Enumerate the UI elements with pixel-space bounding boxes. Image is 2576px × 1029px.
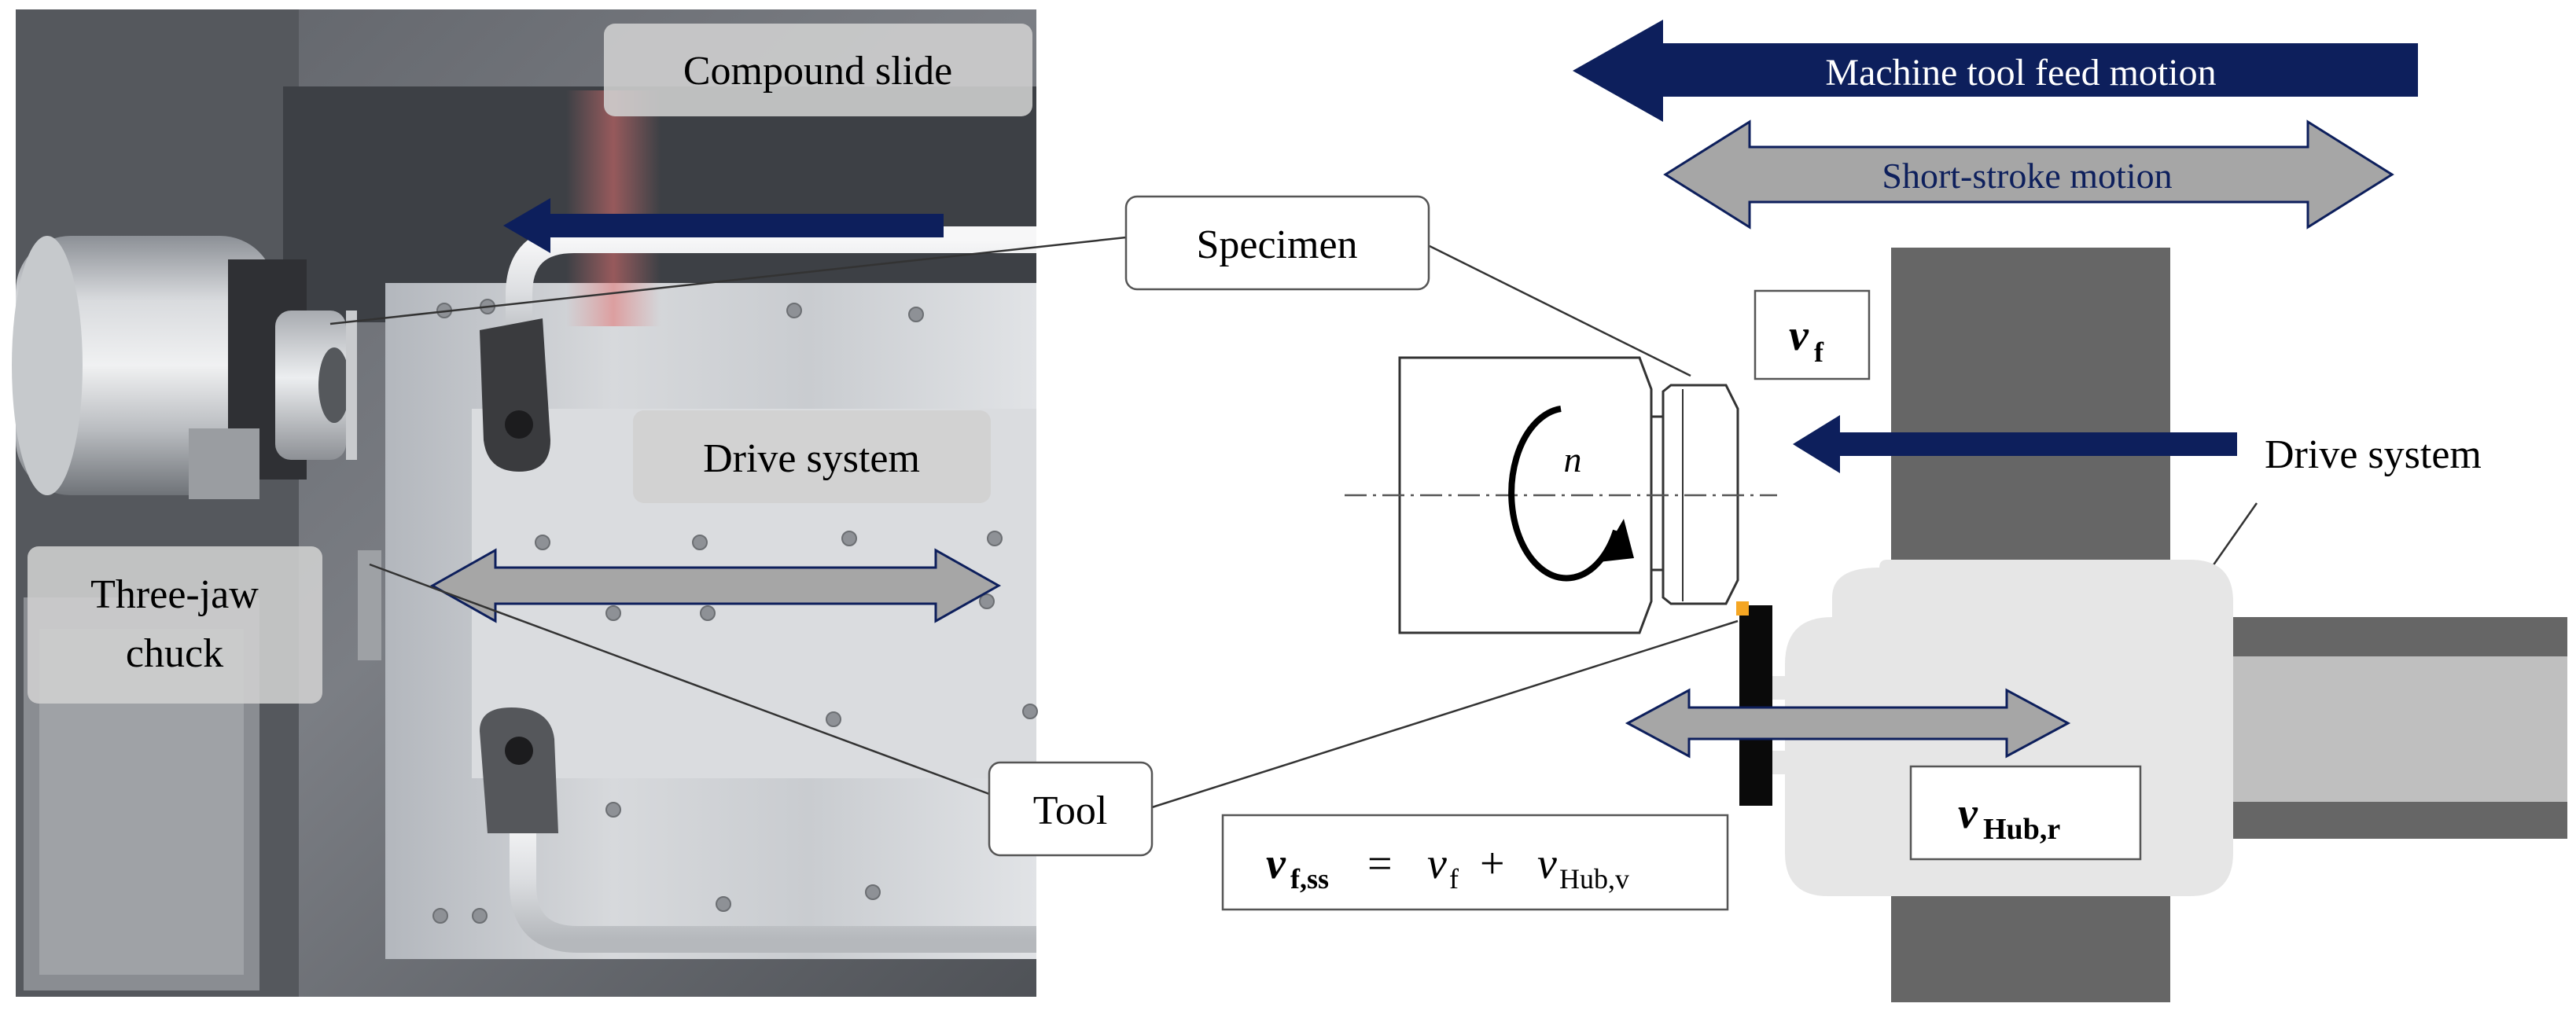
callout-lines xyxy=(329,236,2258,809)
cutting-tool xyxy=(1739,605,1772,806)
svg-text:f: f xyxy=(1814,336,1824,368)
rotation-speed-symbol: n xyxy=(1564,439,1582,480)
lower-handle xyxy=(510,818,1036,953)
tool-callout-text: Tool xyxy=(1033,788,1108,833)
velocity-formula: v f,ss = v f + v Hub,v xyxy=(1221,814,1729,911)
machine-photo: Compound slide Drive system Three-jaw ch… xyxy=(12,9,1038,997)
tool-leader-schematic xyxy=(1151,619,1739,809)
tool-holder xyxy=(358,550,381,660)
svg-text:f: f xyxy=(1449,863,1459,895)
svg-text:Hub,v: Hub,v xyxy=(1559,863,1629,895)
feed-direction-arrow xyxy=(1793,415,2237,473)
svg-text:+: + xyxy=(1469,840,1516,888)
v-hub-r-label: v Hub,r xyxy=(1909,765,2142,861)
tool-callout: Tool xyxy=(988,761,1154,857)
specimen-callout-text: Specimen xyxy=(1196,222,1357,267)
specimen-part xyxy=(275,311,346,460)
tool-tip xyxy=(1736,601,1749,616)
photo-feed-arrow xyxy=(503,198,944,253)
tool-stroke-arrow xyxy=(1625,688,2071,759)
svg-text:v: v xyxy=(1427,840,1447,888)
svg-text:=: = xyxy=(1356,840,1404,888)
short-stroke-arrow xyxy=(1663,119,2394,230)
red-reflection xyxy=(566,90,661,326)
plate-screws xyxy=(432,299,1038,924)
machine-feed-text: Machine tool feed motion xyxy=(1825,52,2216,94)
machine-feed-arrow xyxy=(1573,20,2418,122)
svg-text:v: v xyxy=(1266,840,1286,888)
photo-short-stroke-arrow xyxy=(429,548,1002,623)
photo-drive-system-text: Drive system xyxy=(703,436,920,481)
schematic: Machine tool feed motion Short-stroke mo… xyxy=(1221,20,2567,1002)
vf-label: v f xyxy=(1754,289,1871,380)
three-jaw-chuck-label: Three-jaw chuck xyxy=(28,546,322,704)
svg-text:v: v xyxy=(1958,789,1978,838)
tool-leader-photo xyxy=(369,563,990,796)
three-jaw-text-line2: chuck xyxy=(126,631,223,676)
svg-text:Hub,r: Hub,r xyxy=(1983,813,2060,846)
specimen-leader-schematic xyxy=(1429,244,1691,377)
upper-handle-mount xyxy=(480,318,550,472)
three-jaw-text-line1: Three-jaw xyxy=(90,572,259,617)
short-stroke-text: Short-stroke motion xyxy=(1882,156,2172,196)
rotation-icon xyxy=(1508,406,1634,582)
compound-slide-text: Compound slide xyxy=(683,49,952,94)
svg-text:v: v xyxy=(1789,311,1809,360)
photo-drive-system-label: Drive system xyxy=(633,410,991,503)
lower-handle-mount xyxy=(480,707,558,833)
svg-text:f,ss: f,ss xyxy=(1290,863,1329,895)
guide-rail-inner xyxy=(2229,656,2567,802)
schematic-drive-system-text: Drive system xyxy=(2265,432,2482,477)
svg-text:v: v xyxy=(1537,840,1557,888)
specimen-leader-photo xyxy=(329,236,1127,325)
upper-handle xyxy=(506,226,1036,346)
compound-slide-label: Compound slide xyxy=(604,24,1032,116)
specimen-callout: Specimen xyxy=(1124,195,1430,291)
